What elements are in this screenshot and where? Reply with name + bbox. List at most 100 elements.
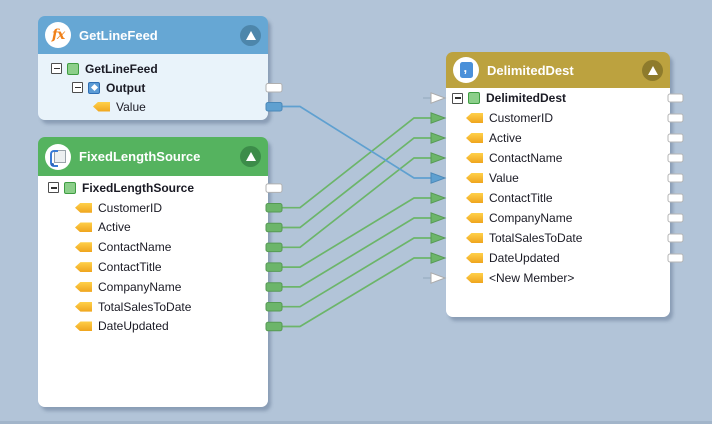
output-port-value[interactable] bbox=[265, 102, 283, 112]
output-port-contacttitle[interactable] bbox=[265, 262, 283, 272]
field-tag-icon bbox=[75, 281, 92, 292]
output-port-dest-customerid[interactable] bbox=[667, 113, 684, 123]
output-port-delimiteddest-root[interactable] bbox=[667, 93, 684, 103]
connection-line-customerid[interactable] bbox=[282, 117, 432, 209]
input-port-active[interactable] bbox=[430, 132, 447, 144]
field-tag-icon bbox=[466, 233, 483, 243]
output-port-dateupdated[interactable] bbox=[265, 321, 283, 332]
tree-item-active[interactable]: Active bbox=[38, 218, 268, 238]
tree-item-label: DelimitedDest bbox=[486, 91, 567, 105]
input-port-new-member[interactable] bbox=[430, 272, 447, 284]
tree-item-companyname[interactable]: CompanyName bbox=[446, 208, 670, 228]
tree-item-output[interactable]: Output bbox=[38, 78, 268, 97]
connection-line-companyname[interactable] bbox=[282, 217, 432, 288]
triangle-up-icon bbox=[245, 30, 256, 40]
input-port-contactname[interactable] bbox=[430, 152, 447, 164]
connection-line-contactname[interactable] bbox=[282, 157, 432, 249]
field-tag-icon bbox=[466, 173, 483, 183]
field-tag-icon bbox=[466, 153, 483, 163]
connection-line-totalsalestodate[interactable] bbox=[282, 237, 432, 308]
tree-item-contactname[interactable]: ContactName bbox=[446, 148, 670, 168]
output-port-dest-value[interactable] bbox=[667, 173, 684, 183]
tree-item-totalsalestodate[interactable]: TotalSalesToDate bbox=[446, 228, 670, 248]
delimited-file-icon bbox=[453, 57, 479, 83]
connection-line-dateupdated[interactable] bbox=[282, 257, 432, 328]
component-title: GetLineFeed bbox=[79, 27, 158, 43]
tree-item-dateupdated[interactable]: DateUpdated bbox=[38, 317, 268, 337]
connection-line-contacttitle[interactable] bbox=[282, 197, 432, 268]
output-port-output[interactable] bbox=[265, 83, 283, 93]
input-port-value[interactable] bbox=[430, 172, 447, 184]
tree-item-label: CompanyName bbox=[489, 211, 573, 225]
tree-item-contacttitle[interactable]: ContactTitle bbox=[446, 188, 670, 208]
fixedlength-file-icon bbox=[45, 143, 71, 170]
field-tag-icon bbox=[75, 202, 92, 213]
tree-item-dateupdated[interactable]: DateUpdated bbox=[446, 248, 670, 268]
field-tag-icon bbox=[466, 213, 483, 223]
output-port-customerid[interactable] bbox=[265, 203, 283, 213]
field-tag-icon bbox=[75, 321, 92, 332]
tree-item-label: <New Member> bbox=[489, 271, 575, 285]
connection-line-active[interactable] bbox=[282, 137, 432, 229]
output-port-contactname[interactable] bbox=[265, 242, 283, 253]
input-port-contacttitle[interactable] bbox=[430, 192, 447, 204]
expander-minus-icon[interactable] bbox=[51, 63, 62, 74]
tree-item-label: Value bbox=[116, 99, 146, 114]
tree-item-label: CustomerID bbox=[98, 200, 163, 215]
tree-item-label: ContactTitle bbox=[489, 191, 553, 205]
field-tag-icon bbox=[75, 301, 92, 312]
tree-item-label: ContactName bbox=[98, 240, 172, 255]
input-port-dateupdated[interactable] bbox=[430, 252, 447, 264]
output-port-companyname[interactable] bbox=[265, 282, 283, 292]
tree-item-value[interactable]: Value bbox=[446, 168, 670, 188]
tree-item-companyname[interactable]: CompanyName bbox=[38, 277, 268, 297]
tree-item-new-member[interactable]: <New Member> bbox=[446, 268, 670, 288]
tree-item-totalsalestodate[interactable]: TotalSalesToDate bbox=[38, 297, 268, 317]
node-icon bbox=[468, 92, 480, 104]
component-title: FixedLengthSource bbox=[79, 149, 201, 164]
tree-item-getlinefeed-root[interactable]: GetLineFeed bbox=[38, 59, 268, 78]
output-port-dest-dateupdated[interactable] bbox=[667, 253, 684, 263]
triangle-up-icon bbox=[245, 152, 256, 161]
fixedlengthsource-header[interactable]: FixedLengthSource bbox=[38, 137, 268, 176]
collapse-button[interactable] bbox=[240, 146, 261, 167]
collapse-button[interactable] bbox=[642, 59, 663, 81]
expander-minus-icon[interactable] bbox=[452, 92, 463, 104]
component-fixedlengthsource[interactable]: FixedLengthSource FixedLengthSource Cust… bbox=[38, 137, 268, 407]
expander-minus-icon[interactable] bbox=[48, 182, 59, 194]
delimiteddest-header[interactable]: DelimitedDest bbox=[446, 52, 670, 88]
output-port-totalsalestodate[interactable] bbox=[265, 302, 283, 312]
tree-item-label: Active bbox=[489, 131, 522, 145]
tree-item-value[interactable]: Value bbox=[38, 97, 268, 116]
input-port-totalsalestodate[interactable] bbox=[430, 232, 447, 244]
tree-item-contacttitle[interactable]: ContactTitle bbox=[38, 257, 268, 277]
canvas-bottom-edge bbox=[0, 421, 712, 424]
input-port-delimiteddest-root[interactable] bbox=[430, 92, 447, 104]
tree-item-delimiteddest-root[interactable]: DelimitedDest bbox=[446, 88, 670, 108]
output-port-fixedlengthsource-root[interactable] bbox=[265, 183, 283, 193]
output-port-active[interactable] bbox=[265, 222, 283, 233]
getlinefeed-header[interactable]: fx GetLineFeed bbox=[38, 16, 268, 54]
input-port-customerid[interactable] bbox=[430, 112, 447, 124]
tree-item-contactname[interactable]: ContactName bbox=[38, 237, 268, 257]
triangle-up-icon bbox=[647, 65, 658, 75]
output-port-dest-contacttitle[interactable] bbox=[667, 193, 684, 203]
output-port-dest-active[interactable] bbox=[667, 133, 684, 143]
tree-item-customerid[interactable]: CustomerID bbox=[446, 108, 670, 128]
input-port-companyname[interactable] bbox=[430, 212, 447, 224]
connection-line-value[interactable] bbox=[282, 105, 432, 179]
output-port-dest-contactname[interactable] bbox=[667, 153, 684, 163]
tree-item-label: CustomerID bbox=[489, 111, 554, 125]
tree-item-fixedlengthsource-root[interactable]: FixedLengthSource bbox=[38, 178, 268, 198]
tree-item-active[interactable]: Active bbox=[446, 128, 670, 148]
collapse-button[interactable] bbox=[240, 24, 261, 46]
expander-minus-icon[interactable] bbox=[72, 82, 83, 93]
field-tag-icon bbox=[466, 133, 483, 143]
output-port-dest-totalsalestodate[interactable] bbox=[667, 233, 684, 243]
field-tag-icon bbox=[466, 273, 483, 283]
tree-item-label: ContactTitle bbox=[98, 260, 162, 275]
component-getlinefeed[interactable]: fx GetLineFeed GetLineFeed Output Value bbox=[38, 16, 268, 120]
output-port-dest-companyname[interactable] bbox=[667, 213, 684, 223]
tree-item-customerid[interactable]: CustomerID bbox=[38, 198, 268, 218]
component-delimiteddest[interactable]: DelimitedDest DelimitedDest CustomerID A… bbox=[446, 52, 670, 317]
